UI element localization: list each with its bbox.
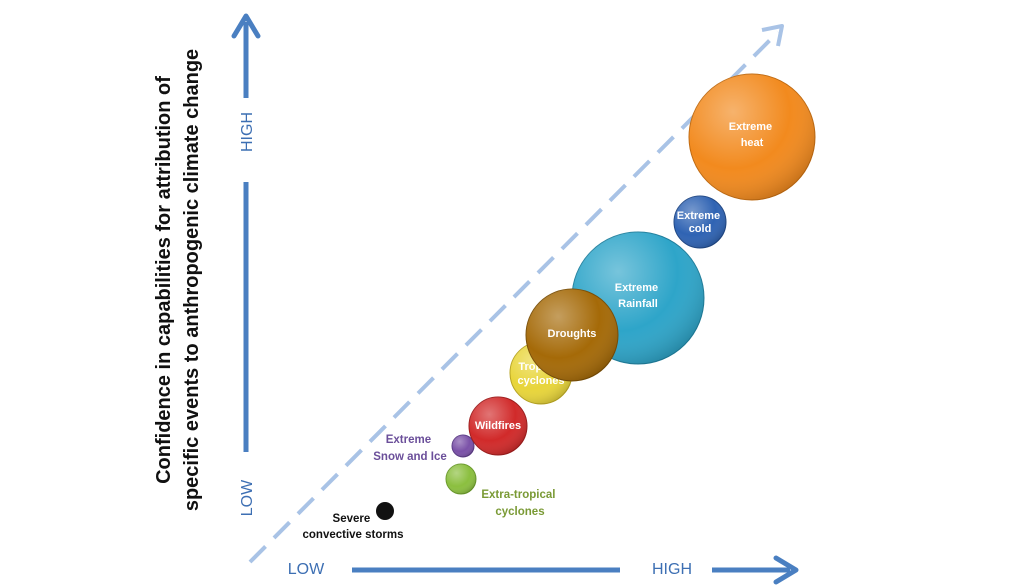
label-extreme-snow-and-ice-line1: Extreme [386, 434, 431, 446]
y-axis-arrow [231, 13, 261, 452]
bubble-severe-convective-storms [376, 502, 394, 520]
label-extreme-cold: Extreme cold [677, 210, 723, 235]
label-extreme-rainfall-line2: Rainfall [618, 298, 658, 310]
label-severe-convective-storms-line2: convective storms [303, 529, 404, 541]
label-extreme-rainfall-line1: Extreme [615, 282, 658, 294]
x-axis-low-label: LOW [288, 561, 325, 578]
label-extreme-cold-line1: Extreme [677, 210, 720, 222]
label-extreme-heat-line2: heat [741, 137, 764, 149]
event-bubble-wildfires: Wildfires [468, 396, 528, 456]
x-axis-arrow [352, 555, 799, 585]
x-axis-high-label: HIGH [652, 561, 692, 578]
label-extreme-heat-line1: Extreme [729, 121, 772, 133]
label-severe-convective-storms-line1: Severe [333, 513, 371, 525]
diagonal-trend-arrow [248, 24, 784, 564]
label-wildfires: Wildfires [475, 420, 521, 432]
label-severe-convective-storms: Severe convective storms [303, 513, 404, 541]
label-extra-tropical-cyclones: Extra-tropical cyclones [481, 489, 558, 518]
y-axis-title-line2: specific events to anthropogenic climate… [181, 49, 203, 511]
event-bubble-extreme-snow-and-ice: Extreme Snow and Ice [373, 434, 475, 463]
label-extreme-rainfall: Extreme Rainfall [615, 282, 661, 310]
event-bubble-droughts: Droughts [525, 288, 619, 382]
label-tropical-cyclones-line2: cyclones [517, 375, 564, 387]
event-bubble-severe-convective-storms: Severe convective storms [303, 502, 404, 541]
label-extreme-cold-line2: cold [689, 223, 712, 235]
y-axis-high-label: HIGH [239, 112, 256, 152]
label-droughts: Droughts [548, 328, 597, 340]
label-extra-tropical-cyclones-line2: cyclones [495, 506, 544, 518]
event-bubble-extreme-heat: Extreme heat [688, 73, 816, 201]
label-extra-tropical-cyclones-line1: Extra-tropical [481, 489, 555, 501]
y-axis-title-line1: Confidence in capabilities for attributi… [153, 76, 175, 484]
label-extreme-heat: Extreme heat [729, 121, 775, 149]
event-bubble-extreme-cold: Extreme cold [673, 195, 727, 249]
event-bubble-extra-tropical-cyclones: Extra-tropical cyclones [445, 463, 558, 518]
y-axis-low-label: LOW [239, 479, 256, 516]
label-extreme-snow-and-ice-line2: Snow and Ice [373, 451, 447, 463]
label-extreme-snow-and-ice: Extreme Snow and Ice [373, 434, 447, 463]
